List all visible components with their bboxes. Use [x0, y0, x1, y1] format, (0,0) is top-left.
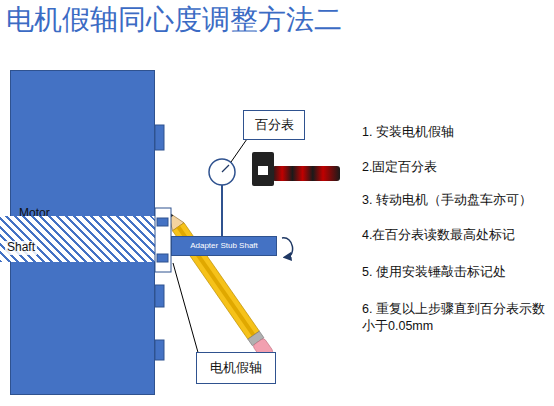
- motor-flange: [155, 285, 164, 307]
- node-label: 百分表: [255, 118, 294, 133]
- dial-needle: [222, 165, 229, 172]
- step-text: 2.固定百分表: [362, 159, 547, 176]
- coupling-lug: [157, 218, 168, 226]
- coupling-lug: [157, 254, 168, 262]
- callout-box: 电机假轴: [196, 352, 276, 384]
- part-label: Shaft: [5, 241, 37, 255]
- step-text: 1. 安装电机假轴: [362, 124, 547, 141]
- coupling: [155, 208, 171, 272]
- motor-flange: [155, 340, 164, 360]
- indicator-stem: [221, 185, 223, 236]
- leader-line: [231, 139, 247, 162]
- step-text: 3. 转动电机（手动盘车亦可）: [362, 192, 550, 209]
- node-label: Adapter Stub Shaft: [190, 241, 258, 250]
- leader-line: [173, 263, 199, 356]
- step-text: 4.在百分表读数最高处标记: [362, 227, 547, 244]
- hammer-head: [252, 152, 274, 186]
- hammer-face: [258, 166, 268, 175]
- motor-flange: [155, 125, 164, 150]
- adapter-stub-shaft: Adapter Stub Shaft: [171, 236, 277, 256]
- step-text: 5. 使用安装锤敲击标记处: [362, 264, 547, 281]
- motor-shaft: Shaft: [0, 216, 158, 262]
- dial-indicator: [209, 159, 235, 185]
- hammer-handle: [272, 166, 340, 181]
- step-text: 6. 重复以上步骤直到百分表示数小于0.05mm: [362, 301, 546, 335]
- callout-box: 百分表: [243, 110, 305, 140]
- page-title: 电机假轴同心度调整方法二: [6, 3, 342, 37]
- node-label: 电机假轴: [210, 361, 262, 376]
- pencil: [162, 208, 273, 360]
- rotation-arrow: [282, 238, 293, 257]
